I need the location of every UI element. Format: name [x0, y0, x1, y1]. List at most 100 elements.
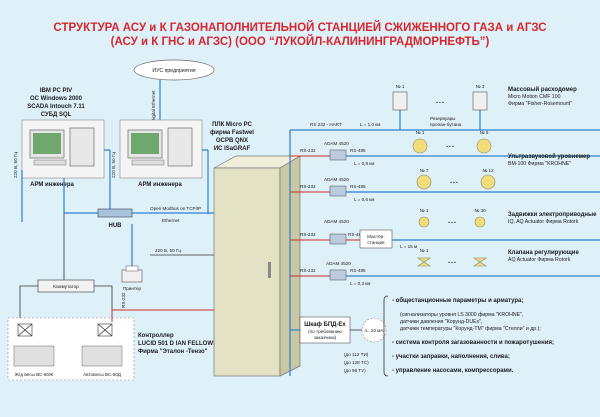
l1-label: L = 1,0 км [360, 122, 380, 127]
rs485-row4-label: RS-485 [348, 232, 364, 237]
dev1-line: Фирма "Fisher-Rosemount" [508, 101, 572, 107]
cabinet-line: (по требованию [308, 329, 342, 334]
no1-label: № 1 [420, 248, 429, 253]
reservoirs-line: пропан-бутана [430, 122, 462, 127]
dots-label: • • • [436, 100, 444, 105]
rs232-row4-label: RS-232 [300, 232, 316, 237]
dev1-label: Массовый расходомер Micro Motion CMF 100… [508, 86, 577, 107]
dev3-line: IQ, AQ Actuator Фирма Rotork [508, 219, 579, 225]
no1-label: № 1 [420, 208, 429, 213]
dev4-line: Клапана регулирующие [508, 250, 579, 256]
printer-icon [121, 269, 143, 283]
dev4-label: Клапана регулирующие AQ Actuator Фирма R… [508, 250, 579, 263]
arm1-label: АРМ инженера [30, 182, 74, 188]
scales2-label: Автовесы ВС-60Д [83, 372, 122, 377]
regvalve-row: № 1 • • • [417, 248, 487, 267]
l2-label: L = 0,8 км [354, 161, 374, 166]
adam-module [329, 233, 347, 245]
plc-line: ИС ISaGRAF [214, 146, 251, 152]
plc-line: ПЛК Micro PC [212, 122, 253, 128]
scales1-label: Ж/д весы ВС-60Ж [15, 372, 54, 377]
commutator-label: Коммутатор [53, 284, 79, 289]
plc-line: фирма Fastwel [210, 129, 254, 136]
workstation-1 [21, 119, 105, 179]
dots-label: • • • [448, 220, 456, 225]
hart-label: RS 232 - HART [310, 122, 342, 127]
title-line2: (АСУ и К ГНС и АГЗС) (ООО “ЛУКОЙЛ-КАЛИНИ… [111, 35, 490, 48]
l3-label: L = 0,6 км [354, 197, 374, 202]
l4-label: L = 15 м [400, 244, 417, 249]
open-modbus-label: Open Modbus on TCP/IP [150, 206, 201, 211]
no12-label: № 12 [482, 168, 494, 173]
rs485-row3-label: RS-485 [350, 184, 366, 189]
adam-module [329, 269, 347, 281]
pc-spec-line: ОС Windows 2000 [30, 96, 83, 102]
points-line: (до 96 ТУ) [344, 368, 366, 373]
rs485-row5-label: RS-485 [350, 268, 366, 273]
adam-label: ADAM 4520 [324, 177, 349, 182]
ethernet-label: Ethernet [162, 218, 180, 223]
plc-line: ОСРВ QNX [216, 138, 248, 144]
bullet-item: - система контроля загазованности и пожа… [392, 340, 554, 346]
controller-line: Контроллер [138, 333, 174, 339]
bullet-item: датчики температуры "Корунд-ТМ" фирма "С… [400, 326, 541, 332]
no1-label: № 1 [396, 84, 405, 89]
digital-ethernet-label: Digital Ethernet [151, 90, 156, 122]
printer-label: Принтер [123, 286, 142, 291]
pc-spec-line: SCADA Intouch 7.11 [27, 104, 85, 110]
hub-device [97, 208, 133, 218]
bullet-item: - управление насосами, компрессорами. [392, 368, 514, 374]
workstation-2 [119, 119, 203, 179]
hub-label: HUB [109, 223, 123, 229]
bullet-list: - общестанционные параметры и арматура; … [392, 297, 554, 374]
arm2-label: АРМ инженера [138, 182, 182, 188]
power1-label: 220 В, 50 Гц [13, 152, 18, 178]
adam-label: ADAM 4520 [326, 261, 351, 266]
rs232-controller-label: RS-232 [121, 292, 126, 308]
title-line1: СТРУКТУРА АСУ и К ГАЗОНАПОЛНИТЕЛЬНОЙ СТА… [53, 21, 546, 34]
bullet-item: - общестанционные параметры и арматура; [392, 297, 523, 304]
controller-label: Контроллер LUCID 501 D IAN FELLOWS Фирма… [138, 333, 217, 355]
dev2-line: Ультразвуковой уровнемер [508, 153, 590, 160]
dev1-line: Массовый расходомер [508, 86, 577, 93]
power3-label: 220 В, 50 Гц [155, 248, 181, 253]
no1-label: № 1 [416, 130, 425, 135]
adam-label: ADAM 4520 [324, 219, 349, 224]
master-line: Мастер- [367, 234, 385, 239]
l5-label: L = 0,3 км [350, 281, 370, 286]
power2-label: 220 В, 50 Гц [111, 152, 116, 178]
dev3-label: Задвижки электроприводные IQ, AQ Actuato… [508, 212, 597, 225]
level-row: № 1 • • • № 6 [412, 130, 492, 154]
pc-spec-line: IBM PC PIV [40, 88, 72, 94]
points-line: (до 112 ТИ) [344, 352, 369, 357]
adam-label: ADAM 4520 [324, 141, 349, 146]
rs232-row2-label: RS-232 [300, 148, 316, 153]
bullet-item: - участки заправки, наполнения, слива; [392, 354, 510, 360]
ius-cloud [133, 59, 215, 81]
controller-line: LUCID 501 D IAN FELLOWS [138, 341, 217, 347]
pc-spec: IBM PC PIV ОС Windows 2000 SCADA Intouch… [27, 88, 85, 118]
dev4-line: AQ Actuator Фирма Rotork [508, 257, 571, 263]
current-label: 4...20 мА [365, 328, 385, 333]
dev2-label: Ультразвуковой уровнемер ВМ-100 Фирма "K… [508, 153, 590, 167]
master-station [359, 229, 393, 249]
level-row-2: № 7 • • • № 12 [416, 168, 496, 190]
master-line: станция [367, 240, 385, 245]
rs485-row2-label: RS-485 [350, 148, 366, 153]
no3-label: № 3 [476, 84, 485, 89]
no6-label: № 6 [480, 130, 489, 135]
valve-row: № 1 • • • № 30 [418, 208, 486, 228]
plc-cabinet [213, 155, 302, 377]
pc-spec-line: СУБД SQL [41, 112, 72, 118]
dots-label: • • • [446, 144, 454, 149]
dots-label: • • • [448, 260, 456, 265]
flowmeter-row: № 1 • • • № 3 [392, 84, 488, 130]
cabinet-line: заказчика) [314, 335, 337, 340]
rs232-row5-label: RS-232 [300, 268, 316, 273]
cabinet-line: Шкаф БПД-Ех [304, 321, 346, 328]
adam-module [329, 149, 347, 161]
dev1-line: Micro Motion CMF 100 [508, 94, 561, 100]
dev2-line: ВМ-100 Фирма "KROHNE" [508, 161, 571, 167]
